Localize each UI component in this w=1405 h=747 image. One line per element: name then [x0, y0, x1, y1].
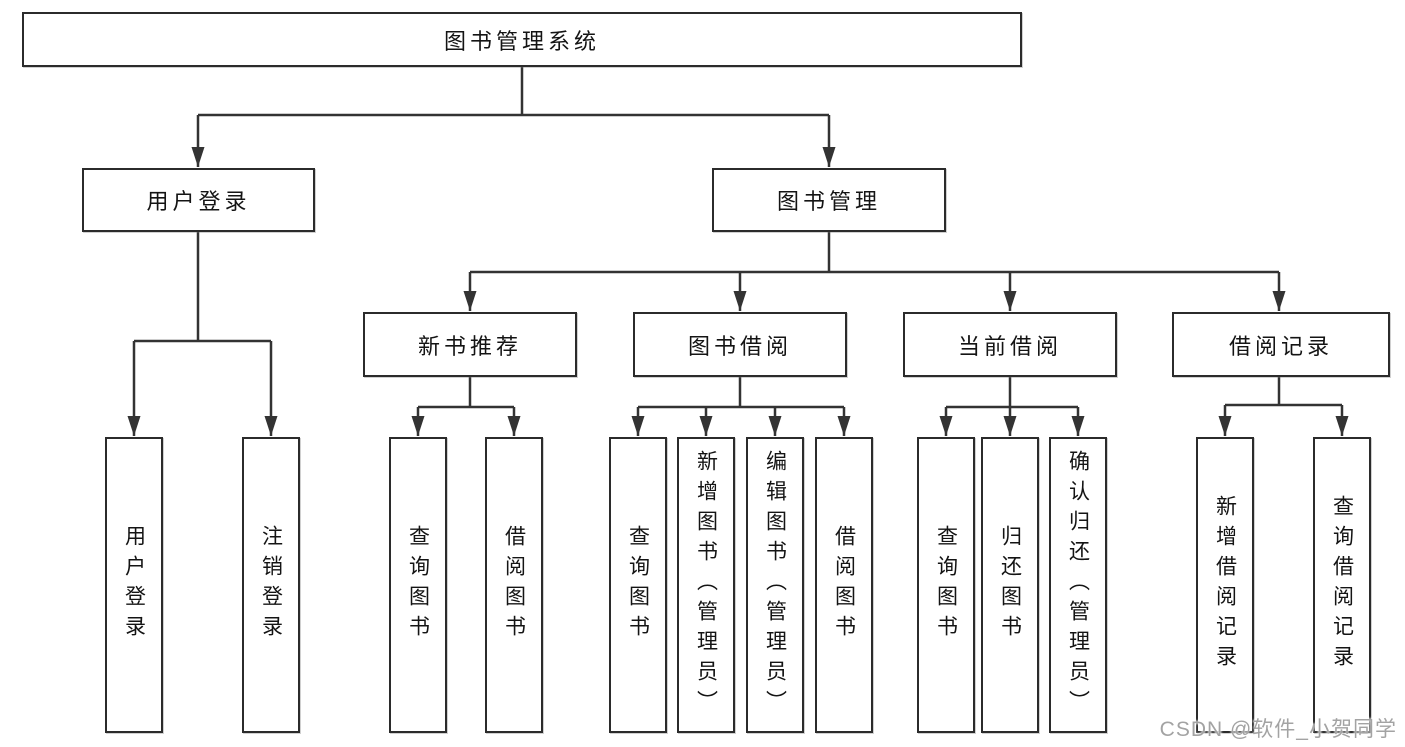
leaf-logout: 注销登录 [242, 437, 300, 733]
node-label: 新书推荐 [417, 333, 522, 359]
node-label: 查询图书 [626, 525, 650, 645]
node-label: 图书借阅 [687, 333, 792, 359]
leaf-br-add-record: 新增借阅记录 [1196, 437, 1254, 733]
node-book-borrowing: 图书借阅 [633, 312, 847, 377]
node-label: 查询图书 [406, 525, 430, 645]
node-label: 借阅图书 [832, 525, 856, 645]
node-library-system: 图书管理系统 [22, 12, 1022, 67]
leaf-bb-add-books-admin: 新增图书（管理员） [677, 437, 735, 733]
node-label: 确认归还（管理员） [1066, 450, 1090, 720]
leaf-nbr-query-books: 查询图书 [389, 437, 447, 733]
node-label: 借阅记录 [1228, 333, 1333, 359]
node-label: 当前借阅 [957, 333, 1062, 359]
node-label: 用户登录 [122, 525, 146, 645]
node-label: 新增图书（管理员） [694, 450, 718, 720]
node-label: 编辑图书（管理员） [763, 450, 787, 720]
node-label: 图书管理系统 [443, 28, 600, 54]
node-label: 查询借阅记录 [1330, 495, 1354, 675]
node-label: 新增借阅记录 [1213, 495, 1237, 675]
leaf-cb-query-books: 查询图书 [917, 437, 975, 733]
leaf-cb-return-books: 归还图书 [981, 437, 1039, 733]
node-user-login: 用户登录 [82, 168, 315, 232]
connector-skeleton [134, 67, 1342, 409]
node-borrowing-records: 借阅记录 [1172, 312, 1390, 377]
leaf-bb-borrow-books: 借阅图书 [815, 437, 873, 733]
node-current-borrowing: 当前借阅 [903, 312, 1117, 377]
leaf-nbr-borrow-books: 借阅图书 [485, 437, 543, 733]
leaf-user-login: 用户登录 [105, 437, 163, 733]
leaf-bb-query-books: 查询图书 [609, 437, 667, 733]
node-book-management: 图书管理 [712, 168, 946, 232]
node-label: 借阅图书 [502, 525, 526, 645]
node-label: 用户登录 [146, 189, 251, 214]
node-label: 图书管理 [776, 189, 881, 214]
node-label: 查询图书 [934, 525, 958, 645]
node-label: 注销登录 [259, 525, 283, 645]
leaf-bb-edit-books-admin: 编辑图书（管理员） [746, 437, 804, 733]
node-new-book-recommend: 新书推荐 [363, 312, 577, 377]
leaf-cb-confirm-return-admin: 确认归还（管理员） [1049, 437, 1107, 733]
node-label: 归还图书 [998, 525, 1022, 645]
watermark-text: CSDN @软件_小贺同学 [1159, 718, 1397, 741]
leaf-br-query-record: 查询借阅记录 [1313, 437, 1371, 733]
connector-arrows [127, 115, 1349, 436]
